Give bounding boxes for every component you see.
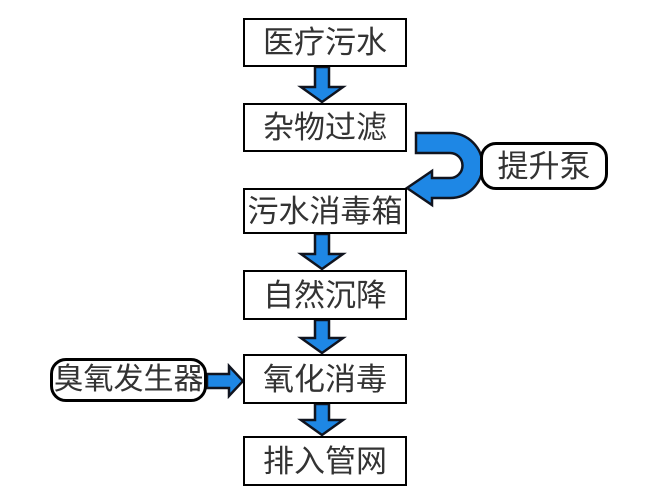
node-lift-pump: 提升泵 bbox=[480, 142, 608, 190]
node-natural-sedimentation: 自然沉降 bbox=[243, 270, 407, 320]
node-label: 排入管网 bbox=[263, 443, 387, 479]
arrow-down-icon bbox=[297, 318, 347, 355]
node-debris-filtering: 杂物过滤 bbox=[243, 103, 407, 152]
node-label: 污水消毒箱 bbox=[247, 193, 403, 229]
node-sewage-disinfection-tank: 污水消毒箱 bbox=[243, 188, 407, 234]
arrow-down-icon bbox=[297, 232, 347, 271]
node-label: 氧化消毒 bbox=[263, 361, 387, 397]
node-label: 臭氧发生器 bbox=[53, 363, 204, 396]
node-label: 杂物过滤 bbox=[263, 110, 387, 145]
arrow-down-icon bbox=[297, 402, 347, 437]
arrow-down-icon bbox=[297, 65, 347, 104]
node-ozone-generator: 臭氧发生器 bbox=[50, 358, 207, 402]
node-label: 提升泵 bbox=[497, 148, 591, 184]
u-turn-arrow-icon bbox=[404, 131, 484, 208]
node-medical-wastewater: 医疗污水 bbox=[243, 18, 407, 67]
node-label: 自然沉降 bbox=[263, 277, 387, 313]
node-discharge-to-pipe-network: 排入管网 bbox=[243, 436, 407, 486]
node-oxidation-disinfection: 氧化消毒 bbox=[243, 354, 407, 404]
arrow-right-icon bbox=[205, 362, 245, 400]
node-label: 医疗污水 bbox=[263, 25, 387, 60]
